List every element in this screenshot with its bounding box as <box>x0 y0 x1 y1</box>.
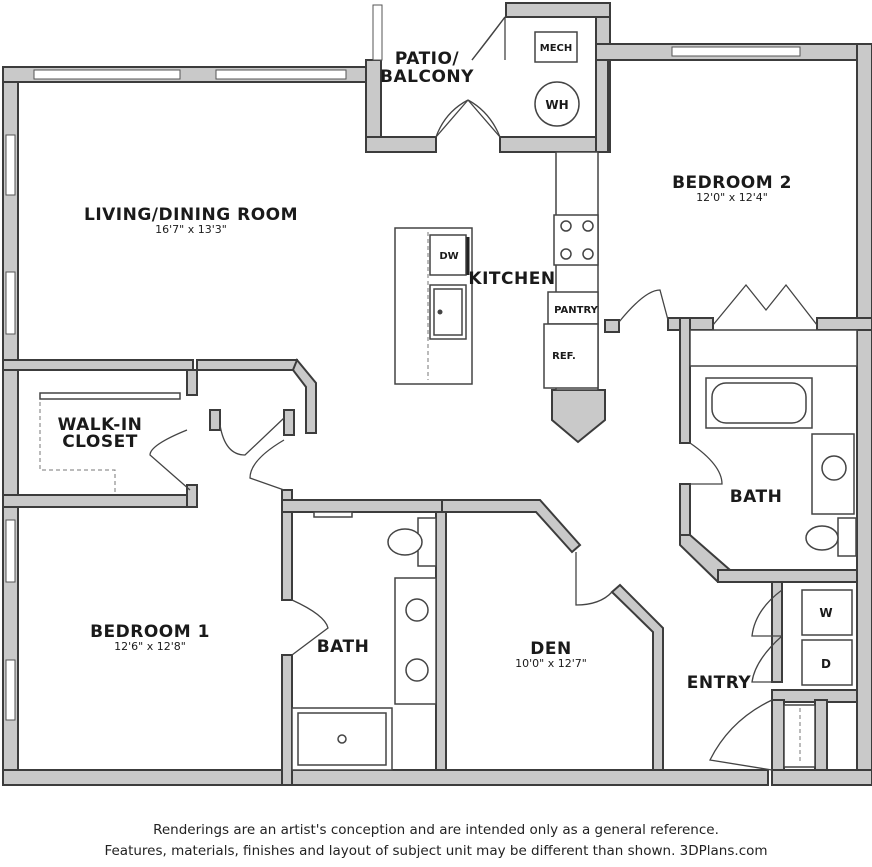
left-bath-label: BATH <box>317 637 370 657</box>
living-dims: 16'7" x 13'3" <box>155 223 227 236</box>
bedroom1-dims: 12'6" x 12'8" <box>114 640 186 653</box>
bedroom2-doors <box>618 283 858 367</box>
patio-label-1: PATIO/ <box>395 49 460 69</box>
patio-fixtures <box>435 16 580 138</box>
entry-label: ENTRY <box>687 673 752 693</box>
bedroom2-dims: 12'0" x 12'4" <box>696 191 768 204</box>
disclaimer-line-2: Features, materials, finishes and layout… <box>104 843 768 859</box>
kitchen-fixtures <box>394 151 599 391</box>
disclaimer-line-1: Renderings are an artist's conception an… <box>153 822 719 838</box>
wh-label: WH <box>545 98 568 112</box>
den-door <box>575 552 613 606</box>
dryer-label: D <box>821 657 831 671</box>
mech-label: MECH <box>540 43 573 54</box>
closet-label-2: CLOSET <box>62 432 138 452</box>
bedroom1-label: BEDROOM 1 <box>90 622 210 642</box>
floor-plan: PATIO/ BALCONY MECH WH LIVING/DINING ROO… <box>2 2 872 786</box>
closet-label-1: WALK-IN <box>58 415 143 435</box>
left-bath-fixtures <box>291 511 437 771</box>
kitchen-label: KITCHEN <box>468 269 555 289</box>
laundry-fixtures <box>709 589 853 771</box>
patio-label-2: BALCONY <box>380 67 474 87</box>
disclaimer: Renderings are an artist's conception an… <box>0 820 872 862</box>
washer-label: W <box>819 606 832 620</box>
den-dims: 10'0" x 12'7" <box>515 657 587 670</box>
closet-fixtures <box>39 392 329 656</box>
dw-label: DW <box>439 251 458 262</box>
ref-label: REF. <box>552 351 576 362</box>
right-bath-label: BATH <box>730 487 783 507</box>
windows <box>5 4 801 721</box>
bedroom2-label: BEDROOM 2 <box>672 173 792 193</box>
room-labels: PATIO/ BALCONY MECH WH LIVING/DINING ROO… <box>58 43 833 693</box>
den-label: DEN <box>530 639 571 659</box>
living-label: LIVING/DINING ROOM <box>84 205 298 225</box>
pantry-label: PANTRY <box>554 305 598 316</box>
right-bath-fixtures <box>689 377 857 557</box>
exterior-walls <box>2 2 872 786</box>
